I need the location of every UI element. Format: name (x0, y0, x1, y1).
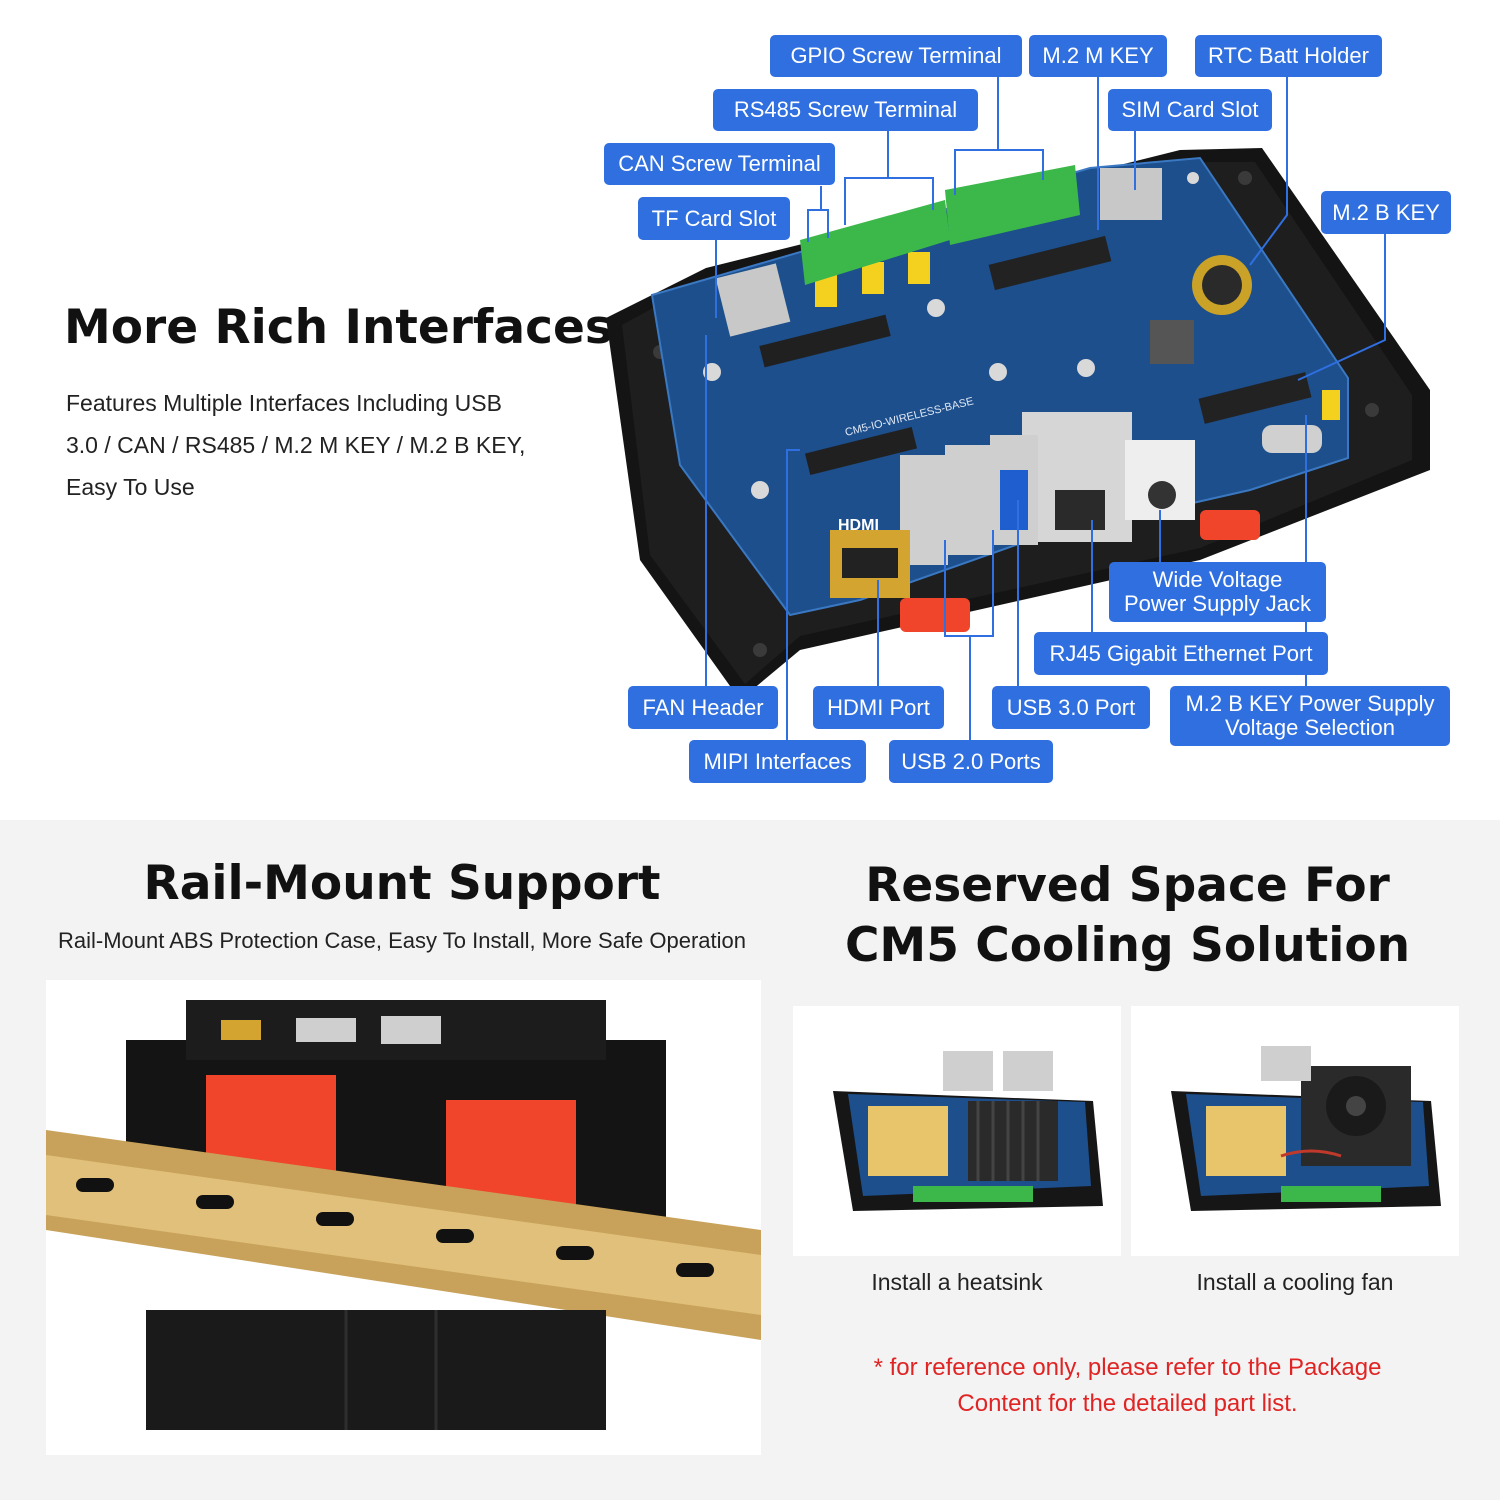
heatsink-photo (793, 1006, 1121, 1256)
reference-note: * for reference only, please refer to th… (805, 1350, 1450, 1422)
interfaces-description: Features Multiple Interfaces Including U… (66, 382, 525, 508)
callout-m2-b-key-power-selection: M.2 B KEY Power Supply Voltage Selection (1170, 686, 1450, 746)
cooling-heading-line-1: Reserved Space For (865, 858, 1390, 913)
callout-rs485-screw-terminal: RS485 Screw Terminal (713, 89, 978, 131)
callout-sim-card-slot: SIM Card Slot (1108, 89, 1272, 131)
callout-m2b-power-line-2: Voltage Selection (1224, 715, 1396, 740)
callout-wide-voltage-power-jack: Wide Voltage Power Supply Jack (1109, 562, 1326, 622)
cooling-fan-photo (1131, 1006, 1459, 1256)
callout-m2-b-key: M.2 B KEY (1321, 191, 1451, 234)
heatsink-illustration (833, 1051, 1103, 1211)
callout-usb3-port: USB 3.0 Port (992, 686, 1150, 729)
description-line-3: Easy To Use (66, 474, 195, 500)
rail-mount-illustration (46, 1000, 761, 1430)
reference-note-line-2: Content for the detailed part list. (957, 1390, 1298, 1417)
callout-fan-header: FAN Header (628, 686, 778, 729)
board-hdmi-mark: HDMI (838, 517, 879, 534)
callout-tf-card-slot: TF Card Slot (638, 197, 790, 240)
callout-power-line-2: Power Supply Jack (1123, 591, 1312, 616)
reference-note-line-1: * for reference only, please refer to th… (873, 1354, 1382, 1381)
callout-usb2-ports: USB 2.0 Ports (889, 740, 1053, 783)
rail-mount-description: Rail-Mount ABS Protection Case, Easy To … (57, 928, 747, 953)
heatsink-caption: Install a heatsink (871, 1269, 1043, 1295)
callout-hdmi-port: HDMI Port (813, 686, 944, 729)
callout-rj45-ethernet-port: RJ45 Gigabit Ethernet Port (1034, 632, 1328, 675)
cooling-heading: Reserved Space For CM5 Cooling Solution (805, 856, 1450, 976)
rail-mount-heading: Rail-Mount Support (143, 856, 661, 911)
callout-m2-m-key: M.2 M KEY (1029, 35, 1167, 77)
rail-mount-photo (46, 980, 761, 1455)
callout-mipi-interfaces: MIPI Interfaces (689, 740, 866, 783)
cooling-fan-caption: Install a cooling fan (1196, 1269, 1394, 1295)
cooling-fan-illustration (1171, 1046, 1441, 1211)
callout-m2b-power-line-1: M.2 B KEY Power Supply (1185, 691, 1435, 716)
description-line-2: 3.0 / CAN / RS485 / M.2 M KEY / M.2 B KE… (66, 432, 526, 458)
callout-can-screw-terminal: CAN Screw Terminal (604, 143, 835, 185)
callout-rtc-batt-holder: RTC Batt Holder (1195, 35, 1382, 77)
features-section: Rail-Mount Support Rail-Mount ABS Protec… (0, 820, 1500, 1500)
interfaces-heading: More Rich Interfaces (64, 300, 613, 355)
interfaces-section: More Rich Interfaces Features Multiple I… (64, 35, 1451, 783)
board-illustration: CM5-IO-WIRELESS-BASE HDMI (606, 148, 1430, 700)
cooling-heading-line-2: CM5 Cooling Solution (844, 918, 1411, 973)
description-line-1: Features Multiple Interfaces Including U… (66, 390, 502, 416)
callout-gpio-screw-terminal: GPIO Screw Terminal (770, 35, 1022, 77)
callout-power-line-1: Wide Voltage (1152, 567, 1283, 592)
